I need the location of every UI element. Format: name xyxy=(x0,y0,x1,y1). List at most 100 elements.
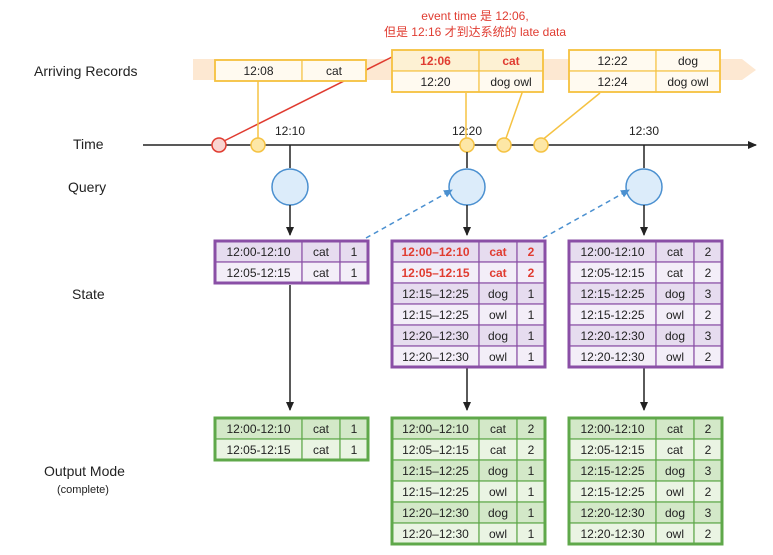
output-cell-text: owl xyxy=(666,527,684,541)
arrival-cell-text: cat xyxy=(326,64,343,78)
state-cell-text: cat xyxy=(489,266,506,280)
state-cell-text: 12:05–12:15 xyxy=(401,266,469,280)
output-cell-text: 12:15–12:25 xyxy=(402,485,469,499)
late-data-annotation-line1: event time 是 12:06, xyxy=(421,9,528,23)
output-cell-text: dog xyxy=(665,506,685,520)
output-cell-text: cat xyxy=(490,422,507,436)
arrival-connector xyxy=(540,92,601,142)
state-cell-text: 12:05-12:15 xyxy=(226,266,290,280)
state-cell-text: 12:15-12:25 xyxy=(580,287,644,301)
output-cell-text: dog xyxy=(488,506,508,520)
state-cell-text: 12:05-12:15 xyxy=(580,266,644,280)
state-cell-text: cat xyxy=(667,245,684,259)
output-cell-text: 12:05-12:15 xyxy=(226,443,290,457)
state-cell-text: cat xyxy=(667,266,684,280)
arrival-cell-text: 12:22 xyxy=(597,54,627,68)
output-table: 12:00–12:10 cat 2 12:05–12:15 cat 2 12:15–12:2… xyxy=(390,416,547,546)
output-cell-text: 12:15-12:25 xyxy=(580,464,644,478)
event-point xyxy=(496,137,512,153)
state-cell-text: 2 xyxy=(705,308,712,322)
state-cell-text: 3 xyxy=(705,329,712,343)
state-cell-text: owl xyxy=(489,350,507,364)
state-cell-text: 2 xyxy=(705,350,712,364)
state-cell-text: 2 xyxy=(528,245,535,259)
output-cell-text: 12:20-12:30 xyxy=(580,506,644,520)
state-cell-text: 12:00–12:10 xyxy=(401,245,469,259)
state-cell-text: 3 xyxy=(705,287,712,301)
output-cell-text: owl xyxy=(489,527,507,541)
state-cell-text: 12:15–12:25 xyxy=(402,308,469,322)
state-cell-text: owl xyxy=(666,350,684,364)
output-table-frame xyxy=(390,416,547,546)
arrival-record-box-frame xyxy=(391,49,544,93)
arrival-record-box: 12:08 cat xyxy=(214,59,367,82)
state-cell-text: 12:20–12:30 xyxy=(402,329,469,343)
output-cell-text: 1 xyxy=(528,527,535,541)
state-cell-text: 12:15-12:25 xyxy=(580,308,644,322)
output-cell-text: 12:20–12:30 xyxy=(402,506,469,520)
arrival-cell-text: dog xyxy=(678,54,698,68)
state-cell-text: cat xyxy=(313,245,330,259)
state-cell-text: 12:20-12:30 xyxy=(580,329,644,343)
output-cell-text: dog xyxy=(488,464,508,478)
arrival-cell-text: dog owl xyxy=(490,75,531,89)
state-cell-text: 2 xyxy=(528,266,535,280)
output-cell-text: cat xyxy=(667,443,684,457)
output-cell-text: 1 xyxy=(351,443,358,457)
arrival-cell-text: dog owl xyxy=(667,75,708,89)
output-cell-text: 12:00–12:10 xyxy=(402,422,469,436)
output-cell-text: cat xyxy=(313,422,330,436)
state-cell-text: 2 xyxy=(705,266,712,280)
query-node xyxy=(271,168,309,206)
event-point xyxy=(250,137,266,153)
arrival-cell-text: 12:08 xyxy=(243,64,273,78)
output-table-frame xyxy=(567,416,724,546)
state-cell-text: 1 xyxy=(351,266,358,280)
state-cell-text: 12:20–12:30 xyxy=(402,350,469,364)
label-state: State xyxy=(72,286,105,302)
output-cell-text: 2 xyxy=(528,422,535,436)
state-carryover-arrow xyxy=(542,189,630,239)
output-cell-text: 2 xyxy=(528,443,535,457)
output-cell-text: 2 xyxy=(705,485,712,499)
state-cell-text: dog xyxy=(488,329,508,343)
state-cell-text: 1 xyxy=(528,329,535,343)
state-cell-text: 12:20-12:30 xyxy=(580,350,644,364)
arrival-cell-text: cat xyxy=(502,54,519,68)
state-cell-text: 1 xyxy=(528,287,535,301)
arrival-record-box-frame xyxy=(214,59,367,82)
output-cell-text: 12:05–12:15 xyxy=(402,443,469,457)
arrival-cell-text: 12:24 xyxy=(597,75,627,89)
arrival-record-box-frame xyxy=(568,49,721,93)
output-table-frame xyxy=(213,416,370,462)
state-carryover-arrow xyxy=(365,189,453,239)
state-cell-text: dog xyxy=(665,287,685,301)
state-cell-text: dog xyxy=(665,329,685,343)
state-cell-text: 12:00-12:10 xyxy=(226,245,290,259)
state-cell-text: 12:15–12:25 xyxy=(402,287,469,301)
label-output-mode: Output Mode xyxy=(44,463,125,479)
output-cell-text: 12:15-12:25 xyxy=(580,485,644,499)
state-cell-text: owl xyxy=(489,308,507,322)
output-cell-text: cat xyxy=(490,443,507,457)
output-cell-text: 1 xyxy=(528,464,535,478)
output-cell-text: cat xyxy=(313,443,330,457)
query-node xyxy=(625,168,663,206)
output-cell-text: 2 xyxy=(705,527,712,541)
output-cell-text: 12:20–12:30 xyxy=(402,527,469,541)
state-cell-text: dog xyxy=(488,287,508,301)
state-table-frame xyxy=(213,239,370,285)
state-cell-text: 1 xyxy=(528,350,535,364)
output-cell-text: cat xyxy=(667,422,684,436)
output-cell-text: 1 xyxy=(528,506,535,520)
state-cell-text: cat xyxy=(313,266,330,280)
state-cell-text: owl xyxy=(666,308,684,322)
arrival-cell-text: 12:20 xyxy=(420,75,450,89)
event-point xyxy=(459,137,475,153)
state-cell-text: 2 xyxy=(705,245,712,259)
output-cell-text: 2 xyxy=(705,443,712,457)
